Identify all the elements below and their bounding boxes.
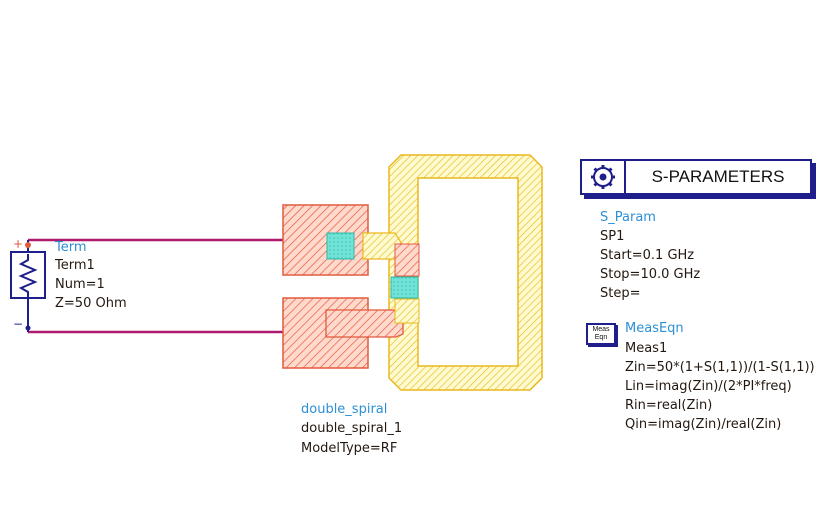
meas-equation-rin: Rin=real(Zin) — [625, 398, 713, 413]
sparam-gear-icon — [582, 161, 626, 193]
term-impedance-label: Z=50 Ohm — [55, 296, 127, 311]
spiral-type-label: double_spiral — [301, 402, 388, 417]
sparam-name-label: SP1 — [600, 229, 625, 244]
sparam-step-label: Step= — [600, 286, 641, 301]
meas-equation-qin: Qin=imag(Zin)/real(Zin) — [625, 417, 782, 432]
spiral-name-label: double_spiral_1 — [301, 421, 403, 436]
term-minus-sign: − — [13, 317, 24, 331]
via-top[interactable] — [326, 232, 355, 260]
meas-eqn-icon[interactable]: Meas Eqn — [586, 323, 616, 345]
spiral-inner-bridge[interactable] — [394, 243, 420, 324]
resistor-icon — [18, 254, 38, 298]
sparam-type-label: S_Param — [600, 210, 656, 225]
meas-icon-text-2: Eqn — [594, 334, 608, 341]
term-plus-sign: + — [13, 237, 24, 251]
term-component[interactable] — [10, 240, 46, 332]
sparameters-header-box[interactable]: S-PARAMETERS — [580, 159, 812, 195]
meas-type-label: MeasEqn — [625, 321, 684, 336]
term-type-label: Term — [55, 240, 87, 255]
spiral-model-label: ModelType=RF — [301, 441, 398, 456]
spiral-port-pad-top[interactable] — [282, 204, 369, 276]
sparam-stop-label: Stop=10.0 GHz — [600, 267, 701, 282]
via-middle[interactable] — [390, 276, 419, 299]
term-name-label: Term1 — [55, 258, 95, 273]
sparam-start-label: Start=0.1 GHz — [600, 248, 695, 263]
meas-name-label: Meas1 — [625, 341, 668, 356]
term-num-label: Num=1 — [55, 277, 105, 292]
meas-equation-zin: Zin=50*(1+S(1,1))/(1-S(1,1)) — [625, 360, 815, 375]
meas-icon-text-1: Meas — [592, 326, 610, 333]
sparameters-title: S-PARAMETERS — [651, 167, 785, 186]
meas-equation-lin: Lin=imag(Zin)/(2*PI*freq) — [625, 379, 792, 394]
spiral-crossover-strip[interactable] — [325, 309, 404, 338]
